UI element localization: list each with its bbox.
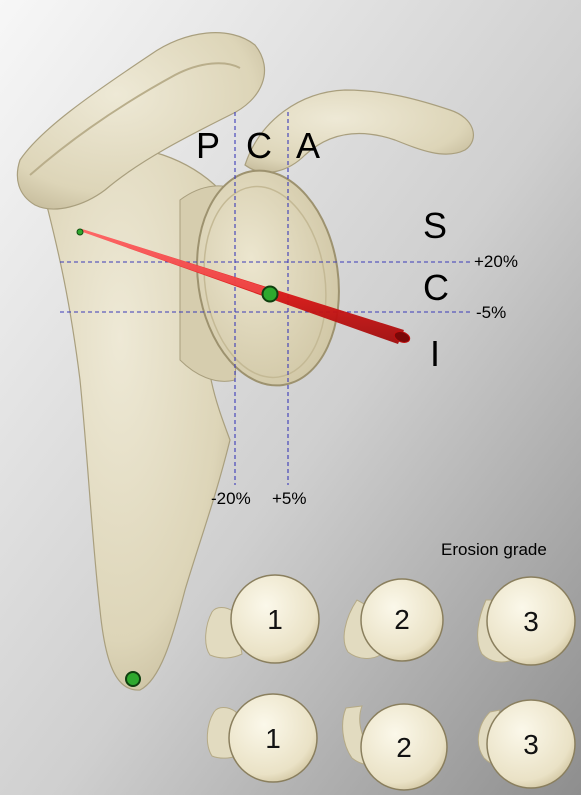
zone-label-inferior: I: [430, 336, 440, 372]
zone-label-superior: S: [423, 208, 447, 244]
erosion-number-r2-2: 2: [384, 734, 424, 762]
marker-inferior-angle: [126, 672, 140, 686]
erosion-number-r2-3: 3: [511, 731, 551, 759]
zone-label-central-horizontal: C: [246, 128, 272, 164]
erosion-number-r1-1: 1: [255, 606, 295, 634]
zone-label-anterior: A: [296, 128, 320, 164]
zone-label-posterior: P: [196, 128, 220, 164]
marker-glenoid-center: [263, 287, 278, 302]
zone-label-central-vertical: C: [423, 270, 449, 306]
marker-trigonum: [77, 229, 83, 235]
erosion-number-r1-3: 3: [511, 608, 551, 636]
percent-label-right: +5%: [272, 490, 307, 507]
percent-label-left: -20%: [211, 490, 251, 507]
erosion-number-r1-2: 2: [382, 606, 422, 634]
erosion-number-r2-1: 1: [253, 725, 293, 753]
percent-label-upper: +20%: [474, 253, 518, 270]
erosion-grade-title: Erosion grade: [441, 541, 547, 558]
percent-label-lower: -5%: [476, 304, 506, 321]
